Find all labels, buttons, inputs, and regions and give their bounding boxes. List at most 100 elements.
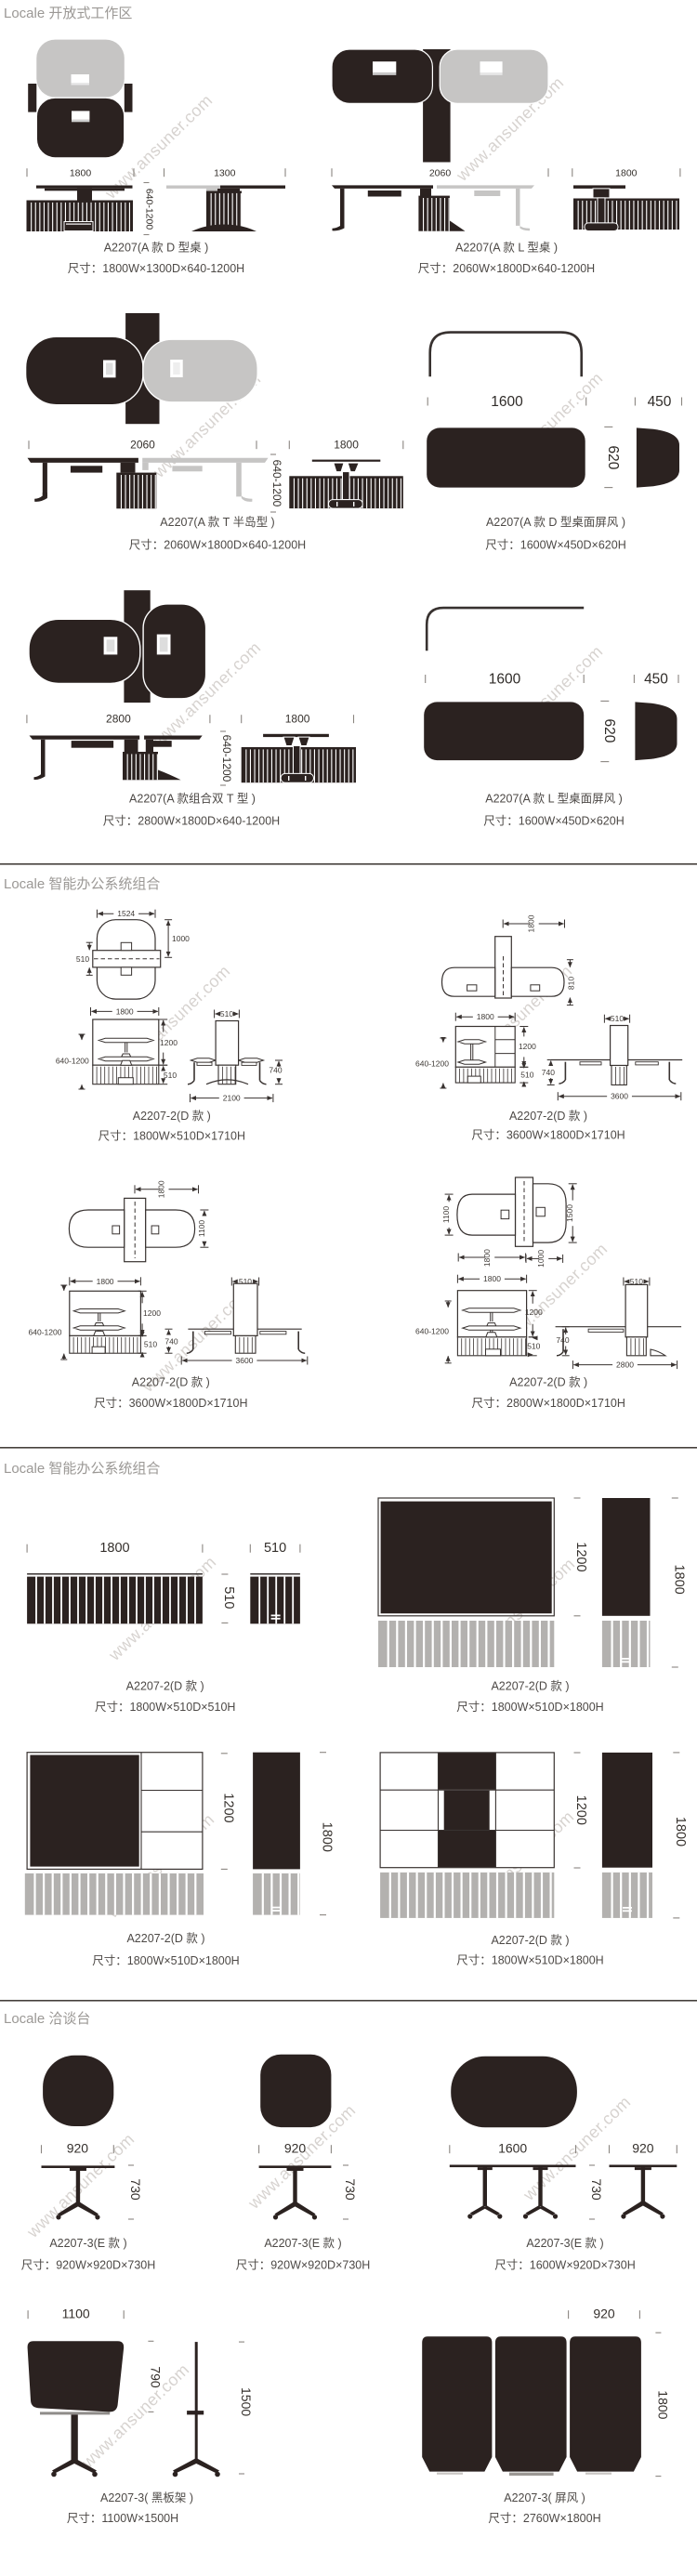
svg-text:1500: 1500 xyxy=(239,2387,254,2416)
svg-text:620: 620 xyxy=(605,446,621,470)
svg-text:2800: 2800 xyxy=(616,1360,634,1370)
svg-text:尺寸：2800W×1800D×640-1200H: 尺寸：2800W×1800D×640-1200H xyxy=(103,815,280,828)
svg-text:A2207-2(D 款 ): A2207-2(D 款 ) xyxy=(509,1376,587,1389)
svg-text:Locale 智能办公系统组合: Locale 智能办公系统组合 xyxy=(4,875,160,892)
svg-text:640-1200: 640-1200 xyxy=(220,735,233,782)
svg-text:640-1200: 640-1200 xyxy=(415,1326,449,1335)
svg-text:1800: 1800 xyxy=(70,168,92,179)
svg-text:2060: 2060 xyxy=(429,168,452,179)
svg-text:尺寸：1800W×510D×1800H: 尺寸：1800W×510D×1800H xyxy=(456,1701,603,1714)
svg-text:1100: 1100 xyxy=(197,1220,206,1238)
svg-text:1524: 1524 xyxy=(117,909,135,918)
svg-text:1000: 1000 xyxy=(172,934,190,943)
svg-text:740: 740 xyxy=(164,1336,178,1346)
svg-text:A2207(A 款组合双 T 型 ): A2207(A 款组合双 T 型 ) xyxy=(129,792,256,806)
svg-text:尺寸：2060W×1800D×640-1200H: 尺寸：2060W×1800D×640-1200H xyxy=(418,262,595,275)
svg-text:A2207(A 款 D 型桌面屏风 ): A2207(A 款 D 型桌面屏风 ) xyxy=(486,516,625,529)
svg-text:A2207-2(D 款 ): A2207-2(D 款 ) xyxy=(491,1934,569,1947)
svg-text:2800: 2800 xyxy=(106,713,131,726)
svg-text:1800: 1800 xyxy=(477,1012,494,1021)
svg-text:A2207-3( 黑板架 ): A2207-3( 黑板架 ) xyxy=(100,2491,193,2504)
svg-text:640-1200: 640-1200 xyxy=(56,1057,89,1066)
svg-text:2060: 2060 xyxy=(130,439,155,452)
svg-text:640-1200: 640-1200 xyxy=(415,1059,449,1069)
svg-text:1800: 1800 xyxy=(673,1817,688,1847)
svg-text:尺寸：1800W×510D×1710H: 尺寸：1800W×510D×1710H xyxy=(99,1130,245,1143)
svg-text:尺寸：1800W×510D×510H: 尺寸：1800W×510D×510H xyxy=(95,1701,235,1714)
svg-text:620: 620 xyxy=(601,719,617,743)
svg-text:730: 730 xyxy=(128,2178,143,2201)
svg-text:2100: 2100 xyxy=(223,1094,241,1103)
svg-text:510: 510 xyxy=(164,1071,177,1080)
svg-text:A2207-3( 屏风 ): A2207-3( 屏风 ) xyxy=(504,2491,585,2504)
svg-text:510: 510 xyxy=(527,1341,540,1350)
svg-text:510: 510 xyxy=(221,1586,236,1609)
svg-text:A2207(A 款 D 型桌 ): A2207(A 款 D 型桌 ) xyxy=(104,242,209,255)
svg-text:730: 730 xyxy=(589,2178,604,2201)
svg-text:1600: 1600 xyxy=(491,394,523,410)
svg-text:920: 920 xyxy=(632,2141,654,2156)
svg-text:1800: 1800 xyxy=(655,2390,670,2419)
svg-text:640-1200: 640-1200 xyxy=(29,1328,62,1337)
svg-text:510: 510 xyxy=(630,1277,643,1286)
svg-text:1800: 1800 xyxy=(527,914,536,932)
svg-text:A2207-2(D 款 ): A2207-2(D 款 ) xyxy=(509,1110,587,1123)
svg-text:A2207-3(E 款 ): A2207-3(E 款 ) xyxy=(526,2237,603,2250)
svg-text:A2207-3(E 款 ): A2207-3(E 款 ) xyxy=(49,2237,126,2250)
svg-text:Locale 智能办公系统组合: Locale 智能办公系统组合 xyxy=(4,1460,160,1477)
svg-text:1800: 1800 xyxy=(334,439,359,452)
svg-text:1100: 1100 xyxy=(62,2307,90,2321)
svg-text:3600: 3600 xyxy=(236,1356,254,1365)
svg-text:510: 510 xyxy=(239,1277,252,1286)
svg-text:尺寸：1600W×450D×620H: 尺寸：1600W×450D×620H xyxy=(483,815,624,828)
svg-text:尺寸：1600W×920D×730H: 尺寸：1600W×920D×730H xyxy=(494,2259,635,2272)
svg-text:尺寸：1600W×450D×620H: 尺寸：1600W×450D×620H xyxy=(485,539,625,552)
svg-text:740: 740 xyxy=(542,1068,555,1077)
svg-text:920: 920 xyxy=(67,2141,89,2156)
svg-text:1200: 1200 xyxy=(525,1308,543,1317)
svg-text:A2207-2(D 款 ): A2207-2(D 款 ) xyxy=(491,1680,569,1693)
svg-text:1200: 1200 xyxy=(573,1795,588,1825)
svg-text:尺寸：2060W×1800D×640-1200H: 尺寸：2060W×1800D×640-1200H xyxy=(129,539,306,552)
svg-text:1800: 1800 xyxy=(483,1274,501,1283)
svg-text:1800: 1800 xyxy=(615,168,638,179)
svg-text:A2207(A 款 L 型桌面屏风 ): A2207(A 款 L 型桌面屏风 ) xyxy=(485,793,623,806)
svg-text:920: 920 xyxy=(593,2307,615,2321)
svg-text:1200: 1200 xyxy=(160,1038,178,1047)
svg-text:A2207-2(D 款 ): A2207-2(D 款 ) xyxy=(126,1680,204,1693)
svg-text:1200: 1200 xyxy=(143,1308,161,1318)
svg-text:A2207-2(D 款 ): A2207-2(D 款 ) xyxy=(132,1376,210,1389)
svg-text:A2207-2(D 款 ): A2207-2(D 款 ) xyxy=(126,1932,204,1945)
svg-text:1800: 1800 xyxy=(320,1822,335,1852)
svg-text:510: 510 xyxy=(611,1014,624,1023)
svg-text:1800: 1800 xyxy=(482,1249,492,1267)
svg-text:1100: 1100 xyxy=(441,1206,451,1224)
svg-text:510: 510 xyxy=(76,954,89,964)
svg-text:3600: 3600 xyxy=(611,1092,628,1101)
svg-text:尺寸：2800W×1800D×1710H: 尺寸：2800W×1800D×1710H xyxy=(472,1397,625,1410)
svg-text:1600: 1600 xyxy=(498,2141,527,2156)
svg-text:尺寸：1100W×1500H: 尺寸：1100W×1500H xyxy=(67,2512,178,2525)
svg-text:730: 730 xyxy=(343,2178,358,2201)
svg-text:尺寸：1800W×1300D×640-1200H: 尺寸：1800W×1300D×640-1200H xyxy=(68,262,244,275)
svg-text:1200: 1200 xyxy=(573,1542,588,1571)
svg-text:640-1200: 640-1200 xyxy=(144,189,155,230)
svg-text:1800: 1800 xyxy=(116,1006,134,1016)
svg-text:尺寸：2760W×1800H: 尺寸：2760W×1800H xyxy=(488,2512,600,2525)
svg-text:Locale 洽谈台: Locale 洽谈台 xyxy=(4,2011,90,2027)
svg-text:1500: 1500 xyxy=(565,1204,574,1222)
svg-text:510: 510 xyxy=(144,1339,157,1348)
svg-text:A2207(A 款 T 半岛型 ): A2207(A 款 T 半岛型 ) xyxy=(160,515,274,529)
svg-text:1800: 1800 xyxy=(99,1541,129,1556)
svg-text:1600: 1600 xyxy=(489,672,521,688)
svg-text:1200: 1200 xyxy=(519,1042,536,1051)
svg-text:640-1200: 640-1200 xyxy=(270,460,283,507)
svg-text:1800: 1800 xyxy=(97,1277,114,1286)
svg-text:1300: 1300 xyxy=(214,168,236,179)
svg-text:尺寸：3600W×1800D×1710H: 尺寸：3600W×1800D×1710H xyxy=(471,1129,625,1142)
svg-text:1800: 1800 xyxy=(285,713,310,726)
svg-text:790: 790 xyxy=(148,2366,163,2388)
svg-text:尺寸：1800W×510D×1800H: 尺寸：1800W×510D×1800H xyxy=(92,1954,239,1967)
svg-text:510: 510 xyxy=(520,1071,533,1080)
svg-text:810: 810 xyxy=(567,977,576,990)
